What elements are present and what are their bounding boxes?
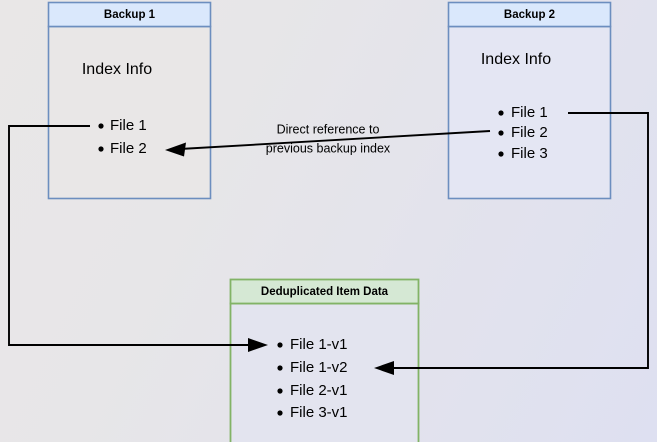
edge-backup2-to-dedup-line	[390, 112, 649, 369]
dedup-item-2: File 2-v1	[290, 382, 348, 399]
backup-2-box[interactable]: Backup 2 Index Info File 1 File 2 File 3	[447, 1, 612, 200]
dedup-item-0: File 1-v1	[290, 336, 348, 353]
backup-1-title: Backup 1	[104, 9, 156, 21]
dedup-bullet-1	[277, 365, 283, 371]
backup-1-heading: Index Info	[82, 61, 152, 78]
backup-2-bullet-0	[498, 110, 504, 116]
backup-2-heading: Index Info	[481, 51, 551, 68]
deduplicated-item-data-box[interactable]: Deduplicated Item Data File 1-v1 File 1-…	[229, 278, 420, 442]
backup-2-bullet-1	[498, 130, 504, 136]
edge-backup2-to-dedup[interactable]	[374, 112, 649, 375]
backup-2-bullet-2	[498, 151, 504, 157]
backup-2-item-1: File 2	[511, 124, 548, 141]
dedup-header	[229, 278, 420, 305]
backup-1-header	[47, 1, 212, 28]
dedup-item-3: File 3-v1	[290, 404, 348, 421]
backup-2-item-2: File 3	[511, 145, 548, 162]
edge-backup2-to-dedup-arrowhead	[374, 361, 394, 375]
backup-2-title: Backup 2	[504, 9, 555, 21]
edge-backup1-to-dedup[interactable]	[8, 125, 268, 352]
edge-backup1-to-dedup-line	[8, 125, 252, 346]
backup-1-body	[47, 25, 212, 200]
backup-1-box[interactable]: Backup 1 Index Info File 1 File 2	[47, 1, 212, 200]
backup-1-item-0: File 1	[110, 117, 147, 134]
backup-1-bullet-1	[98, 146, 104, 152]
edge-direct-reference-label-line2: previous backup index	[266, 141, 391, 155]
edge-direct-reference-line	[179, 130, 491, 150]
backup-2-item-0: File 1	[511, 104, 548, 121]
dedup-item-1: File 1-v2	[290, 359, 348, 376]
backup-1-bullet-0	[98, 123, 104, 129]
backup-1-item-1: File 2	[110, 140, 147, 157]
edge-direct-reference[interactable]: Direct reference to previous backup inde…	[165, 122, 491, 157]
dedup-bullet-2	[277, 388, 283, 394]
dedup-body	[229, 302, 420, 442]
backup-2-header	[447, 1, 612, 28]
edge-direct-reference-arrowhead	[165, 142, 186, 157]
edge-direct-reference-label-line1: Direct reference to	[277, 122, 380, 136]
dedup-bullet-3	[277, 410, 283, 416]
dedup-bullet-0	[277, 342, 283, 348]
dedup-title: Deduplicated Item Data	[261, 286, 389, 298]
edge-backup1-to-dedup-arrowhead	[248, 338, 268, 352]
